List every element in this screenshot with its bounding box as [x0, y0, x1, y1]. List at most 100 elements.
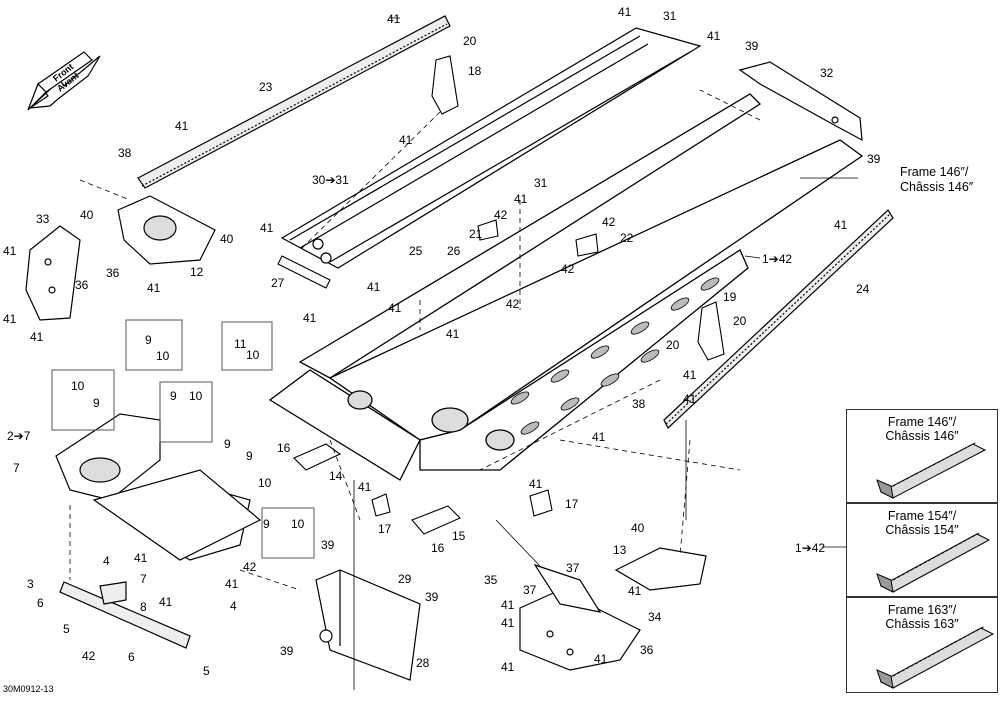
- plate-17a: [371, 493, 391, 517]
- callout-number: 1➔42: [762, 252, 792, 266]
- block-15: [411, 505, 461, 535]
- callout-number: 42: [506, 297, 520, 311]
- callout-number: 1➔42: [795, 541, 825, 555]
- callout-number: 42: [243, 560, 257, 574]
- front-bracket-33: [25, 225, 81, 321]
- inset-154-art: [876, 531, 991, 593]
- rear-bracket-34: [519, 563, 641, 671]
- frame-inset-163: Frame 163″/Châssis 163″: [846, 597, 998, 693]
- frame-label-line1: Frame 146″/: [900, 165, 969, 179]
- callout-number: 20: [733, 314, 747, 328]
- callout-number: 33: [36, 212, 50, 226]
- callout-number: 10: [156, 349, 170, 363]
- callout-number: 41: [446, 327, 460, 341]
- footrest-7: [92, 469, 262, 561]
- callout-number: 16: [277, 441, 291, 455]
- leader-lines: [69, 89, 761, 591]
- bracket-21: [477, 219, 499, 241]
- callout-number: 39: [745, 39, 759, 53]
- callout-number: 37: [566, 561, 580, 575]
- detail-boxes: [51, 319, 315, 559]
- front-support-12: [117, 195, 216, 265]
- frame-inset-146: Frame 146″/Châssis 146″: [846, 409, 998, 503]
- rail-24: [663, 209, 894, 429]
- callout-number: 41: [3, 244, 17, 258]
- callout-number: 41: [529, 477, 543, 491]
- callout-number: 9: [170, 389, 177, 403]
- callout-number: 41: [834, 218, 848, 232]
- callout-number: 32: [820, 66, 834, 80]
- block-14: [293, 443, 342, 471]
- callout-number: 2➔7: [7, 429, 31, 443]
- callout-number: 7: [13, 461, 20, 475]
- callout-number: 16: [431, 541, 445, 555]
- bracket-22: [575, 233, 599, 257]
- callout-number: 13: [613, 543, 627, 557]
- callout-number: 28: [416, 656, 430, 670]
- callout-number: 41: [358, 480, 372, 494]
- inset-154-line1: Frame 154″/: [887, 509, 957, 523]
- callout-number: 12: [190, 265, 204, 279]
- callout-number: 42: [561, 262, 575, 276]
- plate-17b: [529, 489, 553, 517]
- callout-number: 41: [260, 221, 274, 235]
- callout-number: 40: [631, 521, 645, 535]
- callout-number: 19: [723, 290, 737, 304]
- callout-number: 41: [387, 12, 401, 26]
- callout-number: 15: [452, 529, 466, 543]
- inset-146-art: [876, 441, 987, 499]
- callout-number: 6: [37, 596, 44, 610]
- diagram-code: 30M0912-13: [3, 684, 54, 694]
- callout-number: 41: [618, 5, 632, 19]
- callout-number: 41: [159, 595, 173, 609]
- callout-number: 10: [258, 476, 272, 490]
- callout-number: 41: [707, 29, 721, 43]
- callout-number: 17: [378, 522, 392, 536]
- callout-number: 39: [867, 152, 881, 166]
- front-arrow: Front Avant: [27, 51, 101, 111]
- inset-154-line2: Châssis 154″: [885, 523, 959, 537]
- callout-number: 41: [514, 192, 528, 206]
- callout-number: 24: [856, 282, 870, 296]
- solid-leaders: [353, 17, 858, 690]
- callout-number: 41: [683, 392, 697, 406]
- bracket-13: [614, 547, 707, 591]
- tunnel-top-plate: [280, 27, 702, 269]
- callout-number: 5: [203, 664, 210, 678]
- callout-number: 41: [367, 280, 381, 294]
- callout-number: 22: [620, 231, 634, 245]
- callout-number: 20: [666, 338, 680, 352]
- callout-number: 21: [469, 227, 483, 241]
- callout-number: 37: [523, 583, 537, 597]
- inset-146-line2: Châssis 146″: [885, 429, 959, 443]
- callout-number: 31: [534, 176, 548, 190]
- callout-number: 36: [640, 643, 654, 657]
- callout-number: 18: [468, 64, 482, 78]
- callout-number: 10: [71, 379, 85, 393]
- callout-number: 23: [259, 80, 273, 94]
- callout-number: 3: [27, 577, 34, 591]
- callout-number: 10: [246, 348, 260, 362]
- callout-number: 40: [80, 208, 94, 222]
- callout-number: 41: [147, 281, 161, 295]
- frame-label-line2: Châssis 146″: [900, 180, 974, 194]
- callout-number: 35: [484, 573, 498, 587]
- callout-number: 41: [628, 584, 642, 598]
- callout-number: 25: [409, 244, 423, 258]
- inset-163-line1: Frame 163″/: [887, 603, 957, 617]
- callout-number: 4: [103, 554, 110, 568]
- callout-number: 26: [447, 244, 461, 258]
- callout-number: 11: [234, 337, 247, 351]
- callout-number: 41: [501, 598, 515, 612]
- tunnel-slots: [510, 277, 720, 435]
- inset-146-line1: Frame 146″/: [887, 415, 957, 429]
- bracket-18: [431, 55, 459, 115]
- callout-number: 42: [602, 215, 616, 229]
- callout-number: 41: [592, 430, 606, 444]
- bracket-19: [697, 301, 725, 361]
- runner-plate-3: [59, 581, 191, 649]
- callout-number: 5: [63, 622, 70, 636]
- callout-number: 41: [683, 368, 697, 382]
